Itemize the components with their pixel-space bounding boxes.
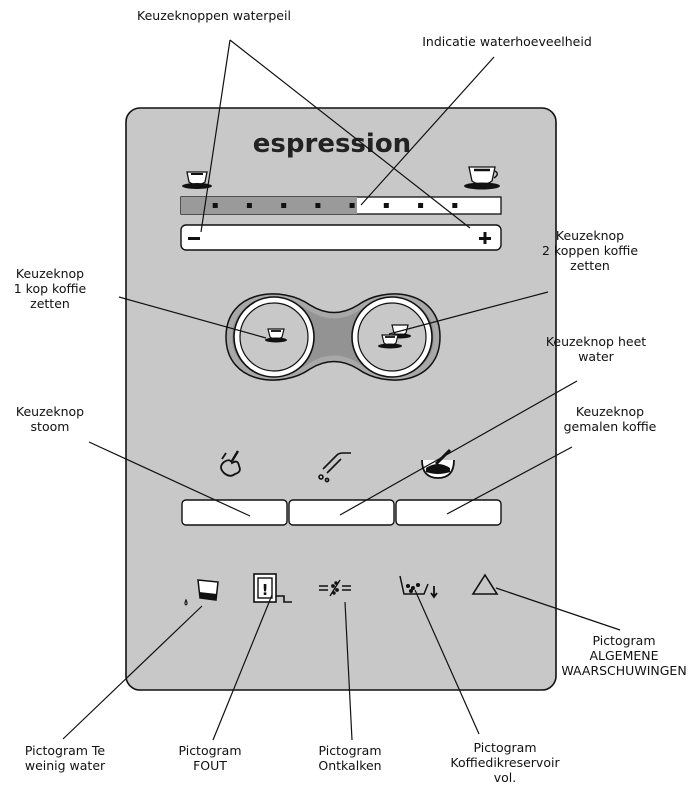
water-level-segment — [281, 203, 287, 208]
hot-water-icon — [318, 452, 351, 483]
error-icon: ! — [253, 573, 292, 603]
label-heet-water: Keuzeknop heet water — [545, 334, 647, 364]
steam-button[interactable] — [181, 499, 288, 526]
grounds-container-full-icon — [399, 575, 438, 599]
label-indicatie-waterhoeveelheid: Indicatie waterhoeveelheid — [422, 34, 592, 49]
hot-water-button[interactable] — [288, 499, 395, 526]
water-level-segment — [212, 203, 218, 208]
water-level-segment — [418, 203, 424, 208]
general-warning-icon — [471, 573, 499, 595]
label-waterpeil: Keuzeknoppen waterpeil — [137, 8, 291, 23]
label-1-kop-koffie: Keuzeknop 1 kop koffie zetten — [13, 266, 87, 311]
water-level-segment — [383, 203, 389, 208]
water-level-segment — [452, 203, 458, 208]
water-level-fill — [181, 197, 357, 214]
two-cups-icon — [378, 324, 411, 349]
water-level-buttons[interactable] — [180, 224, 502, 251]
water-level-bar — [180, 196, 502, 215]
minus-button[interactable] — [188, 237, 200, 240]
brand-logo: espression — [253, 129, 411, 159]
label-ontkalken: Pictogram Ontkalken — [318, 743, 382, 773]
label-stoom: Keuzeknop stoom — [15, 404, 85, 434]
leader-lines — [62, 39, 621, 741]
water-level-segment — [246, 203, 252, 208]
small-cup-icon — [182, 171, 212, 189]
label-koffiedikreservoir-vol: Pictogram Koffiedikreservoir vol. — [450, 740, 560, 785]
label-gemalen-koffie: Keuzeknop gemalen koffie — [563, 404, 657, 434]
label-algemene-waarschuwingen: Pictogram ALGEMENE WAARSCHUWINGEN — [561, 633, 687, 678]
descale-icon — [319, 579, 351, 597]
water-level-segment — [349, 203, 355, 208]
water-level-segment — [315, 203, 321, 208]
steam-icon — [220, 450, 241, 477]
low-water-icon — [184, 579, 219, 606]
label-fout: Pictogram FOUT — [178, 743, 242, 773]
control-panel — [125, 107, 557, 691]
large-cup-icon — [464, 166, 500, 190]
one-cup-icon — [265, 328, 287, 343]
label-2-koppen-koffie: Keuzeknop 2 koppen koffie zetten — [541, 228, 639, 273]
water-level-segments — [212, 203, 458, 208]
label-te-weinig-water: Pictogram Te weinig water — [24, 743, 106, 773]
svg-text:!: ! — [262, 581, 269, 599]
ground-coffee-button[interactable] — [395, 499, 502, 526]
plus-button[interactable] — [479, 232, 491, 244]
